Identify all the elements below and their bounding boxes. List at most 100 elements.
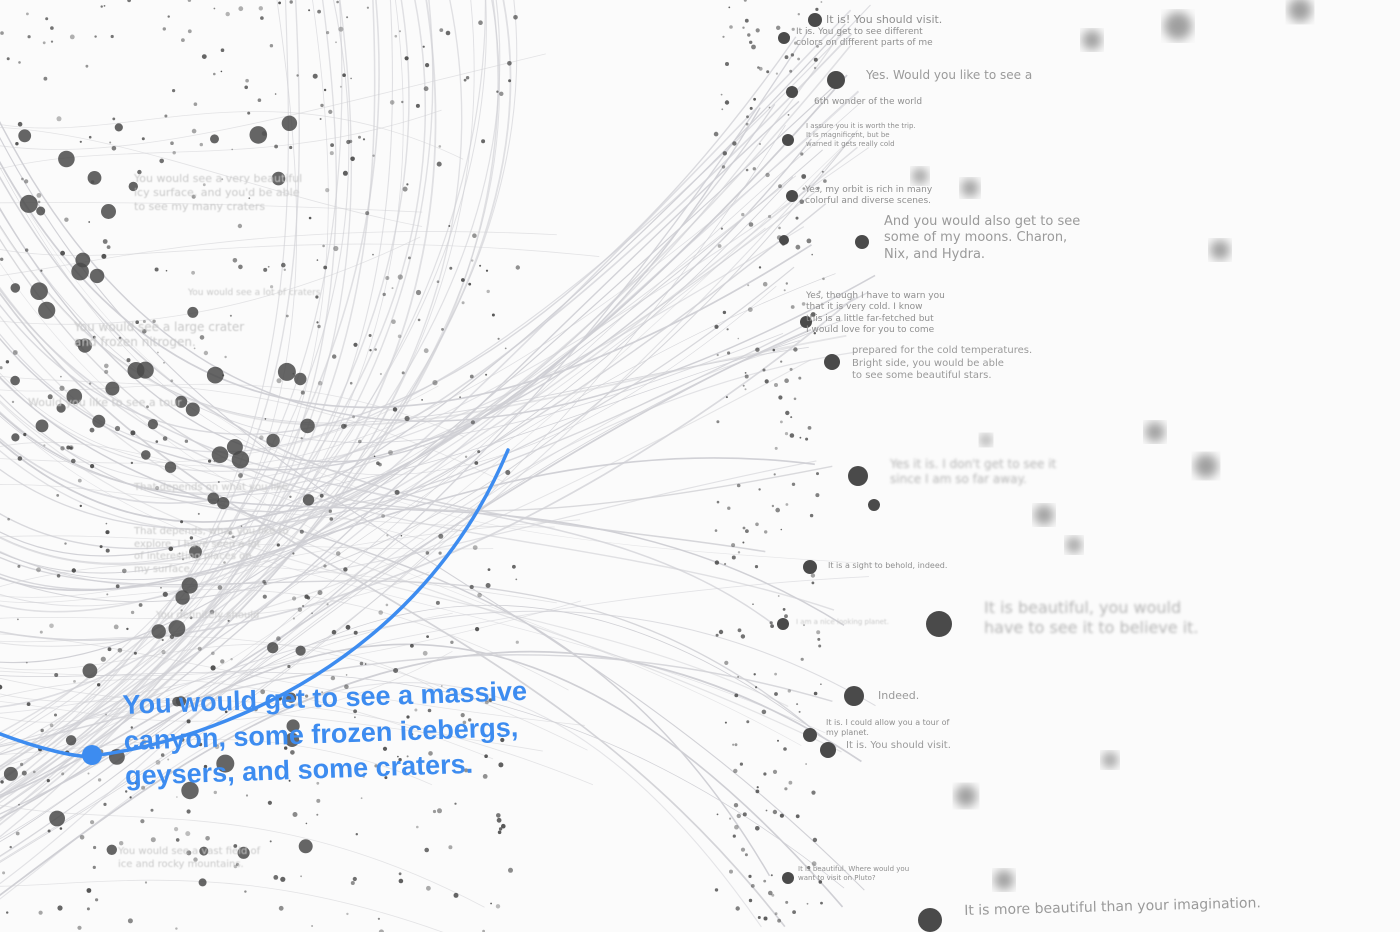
speck-dot xyxy=(736,813,741,819)
speck-dot xyxy=(39,630,43,634)
speck-dot xyxy=(232,258,238,263)
response-node xyxy=(187,306,199,318)
speck-dot xyxy=(338,26,344,32)
speck-dot xyxy=(350,881,355,885)
speck-dot xyxy=(423,86,429,92)
speck-dot xyxy=(372,154,375,157)
response-label[interactable]: You would see a very beautiful icy surfa… xyxy=(134,172,303,213)
speck-dot xyxy=(758,266,762,269)
speck-dot xyxy=(235,862,239,866)
response-label[interactable]: That depends, what you like to explore. … xyxy=(134,526,289,575)
speck-dot xyxy=(783,747,787,751)
selected-response-text[interactable]: You would get to see a massive canyon, s… xyxy=(122,675,528,792)
speck-dot xyxy=(162,27,166,31)
speck-dot xyxy=(2,871,6,875)
thread-curve xyxy=(0,571,430,619)
response-node xyxy=(786,190,798,202)
speck-dot xyxy=(162,436,168,441)
blurred-foreground-dots xyxy=(912,0,1312,890)
speck-dot xyxy=(785,900,789,904)
speck-dot xyxy=(362,775,365,778)
speck-dot xyxy=(755,789,760,794)
speck-dot xyxy=(172,89,176,93)
thread-curve xyxy=(0,146,870,484)
speck-dot xyxy=(205,836,210,841)
speck-dot xyxy=(438,533,444,539)
speck-dot xyxy=(178,552,181,555)
speck-dot xyxy=(422,650,428,656)
speck-dot xyxy=(323,265,328,270)
speck-dot xyxy=(757,916,761,919)
speck-dot xyxy=(223,561,226,564)
response-label[interactable]: prepared for the cold temperatures. Brig… xyxy=(852,345,1033,381)
speck-dot xyxy=(416,825,419,829)
speck-dot xyxy=(774,692,778,696)
response-label[interactable]: It is. I could allow you a tour of my pl… xyxy=(826,718,950,737)
speck-dot xyxy=(330,675,336,681)
response-label[interactable]: 6th wonder of the world xyxy=(814,97,923,107)
response-label[interactable]: That depends on what you like xyxy=(134,482,288,493)
response-node xyxy=(277,362,296,381)
speck-dot xyxy=(344,684,349,689)
speck-dot xyxy=(746,115,749,119)
speck-dot xyxy=(737,551,741,554)
speck-dot xyxy=(812,837,818,843)
blurred-dot xyxy=(961,179,979,197)
response-label[interactable]: It is! You should visit. xyxy=(826,13,943,26)
speck-dot xyxy=(161,649,166,655)
thread-curve xyxy=(0,0,298,782)
thread-curve xyxy=(0,0,404,809)
speck-dot xyxy=(749,106,753,110)
speck-dot xyxy=(365,211,370,216)
speck-dot xyxy=(468,718,472,722)
blurred-dot xyxy=(1164,12,1192,40)
response-label[interactable]: You would see a large crater and frozen … xyxy=(74,320,245,349)
response-label[interactable]: It is beautiful. Where would you want to… xyxy=(798,865,910,882)
response-label[interactable]: I am a nice looking planet. xyxy=(796,618,889,626)
speck-dot xyxy=(197,512,200,515)
speck-dot xyxy=(329,517,334,521)
response-label[interactable]: You would see a vast field of ice and ro… xyxy=(118,846,261,870)
response-label[interactable]: It is a sight to behold, indeed. xyxy=(828,561,948,570)
speck-dot xyxy=(316,798,321,803)
response-label[interactable]: Yes, my orbit is rich in many colorful a… xyxy=(805,185,933,207)
speck-dot xyxy=(714,560,720,565)
speck-dot xyxy=(500,737,505,743)
speck-dot xyxy=(17,618,19,621)
speck-dot xyxy=(508,79,512,83)
speck-dot xyxy=(496,817,502,823)
thread-curve xyxy=(0,375,504,483)
speck-dot xyxy=(238,473,243,478)
response-label[interactable]: It is. You get to see different colors o… xyxy=(796,27,933,49)
speck-dot xyxy=(21,177,24,181)
speck-dot xyxy=(727,351,731,355)
speck-dot xyxy=(813,57,818,62)
response-label[interactable]: I assure you it is worth the trip. It is… xyxy=(806,122,916,148)
speck-dot xyxy=(758,488,761,491)
response-label[interactable]: And you would also get to see some of my… xyxy=(884,214,1081,262)
speck-dot xyxy=(106,245,111,250)
speck-dot xyxy=(720,93,723,96)
response-label[interactable]: Would you like to see a tour xyxy=(28,396,182,409)
response-label[interactable]: You definitely should xyxy=(156,610,260,621)
thread-curve xyxy=(0,678,494,760)
speck-dot xyxy=(186,719,191,724)
response-label[interactable]: Yes. Would you like to see a xyxy=(866,68,1033,82)
speck-dot xyxy=(744,18,749,23)
response-label[interactable]: You would see a lot of craters xyxy=(188,288,321,298)
speck-dot xyxy=(797,57,800,61)
speck-dot xyxy=(404,56,409,61)
blurred-dot xyxy=(1288,0,1312,22)
speck-dot xyxy=(789,433,795,438)
response-label[interactable]: Indeed. xyxy=(878,689,920,702)
response-node xyxy=(302,494,315,506)
speck-dot xyxy=(789,367,793,371)
speck-dot xyxy=(326,603,329,606)
response-label[interactable]: Yes, though I have to warn you that it i… xyxy=(806,291,945,335)
speck-dot xyxy=(26,702,31,706)
response-label[interactable]: It is beautiful, you would have to see i… xyxy=(984,598,1199,637)
speck-dot xyxy=(753,97,756,101)
speck-dot xyxy=(260,16,264,20)
response-label[interactable]: Yes it is. I don't get to see it since I… xyxy=(890,457,1057,486)
response-label[interactable]: It is. You should visit. xyxy=(846,740,951,751)
